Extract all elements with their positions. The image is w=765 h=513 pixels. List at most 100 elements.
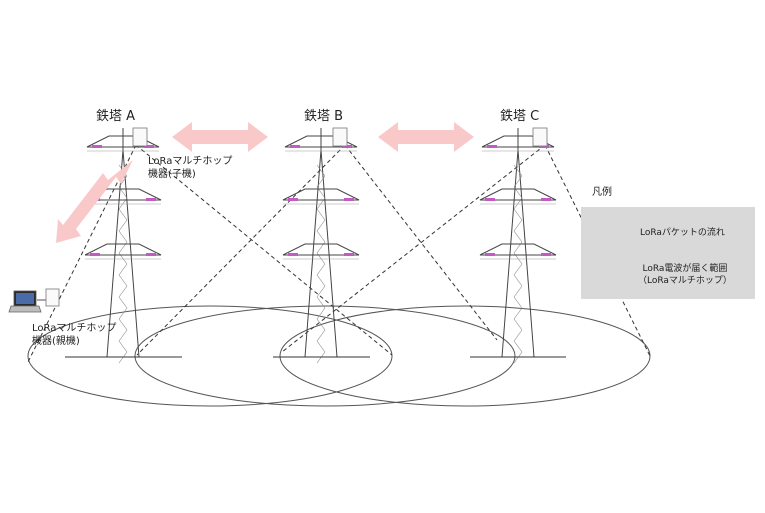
tower-brace xyxy=(513,230,523,243)
tower-brace xyxy=(316,164,326,177)
tower-brace xyxy=(118,285,128,298)
range-line xyxy=(344,144,498,341)
tower-brace xyxy=(118,175,128,188)
crossarm-tag xyxy=(146,253,156,256)
tower-brace xyxy=(513,329,523,342)
tower-brace xyxy=(316,219,326,232)
legend-packet-flow-label: LoRaパケットの流れ xyxy=(640,228,725,238)
packet-flow-arrow-b-c xyxy=(378,122,474,152)
crossarm-tag xyxy=(541,198,551,201)
tower-brace xyxy=(118,263,128,276)
laptop-icon xyxy=(8,290,42,313)
coverage-ellipse-b xyxy=(134,305,516,407)
tower-a xyxy=(84,128,162,364)
tower-leg xyxy=(501,149,519,358)
crossarm-tag xyxy=(344,198,354,201)
crossarm-tag xyxy=(146,198,156,201)
tower-brace xyxy=(118,307,128,320)
tower-leg xyxy=(106,149,124,358)
tower-leg xyxy=(517,149,535,358)
coverage-ellipse-c xyxy=(279,305,651,407)
tower-brace xyxy=(513,318,523,331)
crossarm-tag xyxy=(487,145,497,148)
crossarm-tag xyxy=(288,253,298,256)
lora-child-device-c xyxy=(532,127,548,147)
tower-brace xyxy=(118,208,128,221)
packet-flow-arrow-a-b xyxy=(172,122,268,152)
tower-brace xyxy=(118,329,128,342)
tower-leg xyxy=(122,149,140,358)
crossarm-tag xyxy=(342,145,352,148)
crossarm-tag xyxy=(90,253,100,256)
crossarm-tag xyxy=(539,145,549,148)
tower-brace xyxy=(513,208,523,221)
tower-brace xyxy=(513,340,523,353)
tower-b-label: 鉄塔 B xyxy=(304,109,344,124)
tower-brace xyxy=(316,285,326,298)
tower-brace xyxy=(118,230,128,243)
tower-crossarm xyxy=(84,243,162,256)
lora-child-device-b xyxy=(332,127,348,147)
legend-panel xyxy=(581,207,755,299)
lora-child-device-a xyxy=(132,127,148,147)
tower-brace xyxy=(316,263,326,276)
range-line xyxy=(544,144,651,357)
range-line xyxy=(281,144,546,353)
legend-coverage-label-line2: （LoRaマルチホップ） xyxy=(638,276,732,286)
tower-c xyxy=(479,128,557,364)
tower-crossarm xyxy=(282,188,360,201)
parent-device-label: LoRaマルチホップ 機器(親機) xyxy=(32,322,116,348)
range-lines xyxy=(27,144,651,363)
range-line xyxy=(136,144,346,356)
crossarm-tag xyxy=(144,145,154,148)
lora-child-devices xyxy=(132,127,548,147)
crossarm-tag xyxy=(290,145,300,148)
tower-b xyxy=(282,128,360,364)
packet-flow-arrow-a-parent xyxy=(56,160,133,243)
parent-device-label-line1: LoRaマルチホップ xyxy=(32,323,117,334)
tower-brace xyxy=(316,274,326,287)
child-device-label-line1: LoRaマルチホップ xyxy=(148,156,233,167)
laptop-base xyxy=(8,305,42,313)
tower-brace xyxy=(118,318,128,331)
tower-brace xyxy=(513,219,523,232)
tower-brace xyxy=(118,296,128,309)
crossarm-tag xyxy=(92,145,102,148)
child-device-label-line2: 機器(子機) xyxy=(148,169,196,180)
range-line xyxy=(135,144,393,356)
tower-brace xyxy=(316,296,326,309)
tower-brace xyxy=(118,274,128,287)
tower-brace xyxy=(316,318,326,331)
crossarm-tag xyxy=(485,253,495,256)
crossarm-tag xyxy=(288,198,298,201)
tower-crossarm xyxy=(479,243,557,256)
tower-brace xyxy=(513,296,523,309)
laptop-display xyxy=(16,293,34,304)
tower-brace xyxy=(316,340,326,353)
tower-brace xyxy=(513,175,523,188)
tower-brace xyxy=(513,263,523,276)
tower-brace xyxy=(316,307,326,320)
tower-leg xyxy=(304,149,322,358)
tower-crossarm xyxy=(282,243,360,256)
crossarm-tag xyxy=(344,253,354,256)
tower-brace xyxy=(513,285,523,298)
legend-coverage-label: LoRa電波が届く範囲 （LoRaマルチホップ） xyxy=(638,263,732,287)
coverage-areas xyxy=(27,305,651,407)
crossarm-tag xyxy=(485,198,495,201)
tower-c-label: 鉄塔 C xyxy=(500,109,540,124)
tower-leg xyxy=(320,149,338,358)
crossarm-tag xyxy=(541,253,551,256)
legend-coverage-label-line1: LoRa電波が届く範囲 xyxy=(642,264,728,274)
tower-brace xyxy=(513,307,523,320)
tower-brace xyxy=(513,274,523,287)
tower-brace xyxy=(513,164,523,177)
tower-brace xyxy=(118,340,128,353)
tower-brace xyxy=(118,219,128,232)
tower-brace xyxy=(316,329,326,342)
tower-a-label: 鉄塔 A xyxy=(96,109,136,124)
tower-brace xyxy=(316,230,326,243)
coverage-ellipse-a xyxy=(27,305,393,407)
legend-title: 凡例 xyxy=(592,187,612,198)
